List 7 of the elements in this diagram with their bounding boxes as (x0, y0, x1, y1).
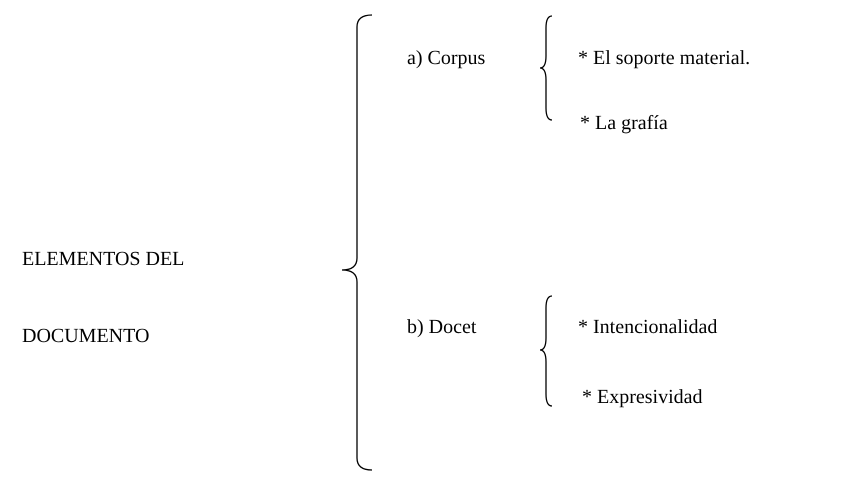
brace-item-text: b) Docet (407, 314, 476, 340)
brace-item-text: * Expresividad (582, 384, 703, 410)
brace-item-text: * La grafía (580, 110, 668, 136)
brace-item-text: ELEMENTOS DEL DOCUMENTO (22, 221, 202, 375)
brace-item-text: * El soporte material. (578, 45, 750, 71)
brace-item-text: a) Corpus (407, 45, 486, 71)
brace-item-text: * Intencionalidad (578, 314, 718, 340)
